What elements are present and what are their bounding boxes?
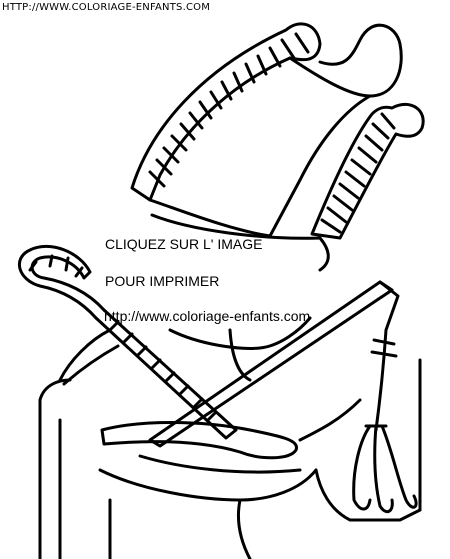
click-image-text: CLIQUEZ SUR L' IMAGE — [105, 236, 263, 252]
pharaoh-body — [38, 316, 422, 559]
site-url-overlay[interactable]: http://www.coloriage-enfants.com — [104, 308, 311, 324]
site-url-header: HTTP://WWW.COLORIAGE-ENFANTS.COM — [2, 2, 211, 13]
print-instruction-text: POUR IMPRIMER — [105, 273, 220, 289]
crown-right-band — [310, 102, 425, 240]
headdress-base — [150, 213, 330, 272]
crook — [18, 244, 238, 440]
crown-left-band — [130, 22, 322, 202]
flail — [148, 280, 418, 514]
